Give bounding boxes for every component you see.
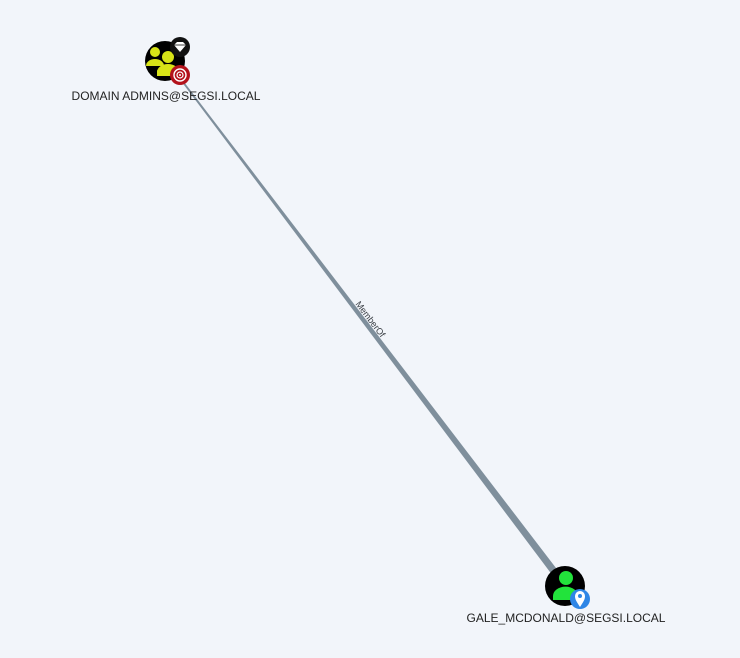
node-label: DOMAIN ADMINS@SEGSI.LOCAL <box>72 89 261 103</box>
gem-icon <box>170 37 190 57</box>
edge-label: MemberOf <box>353 299 387 339</box>
target-icon <box>170 65 190 85</box>
edge-line[interactable] <box>166 61 569 588</box>
edge-memberof[interactable]: MemberOf <box>166 61 569 588</box>
node-gale-mcdonald[interactable]: GALE_MCDONALD@SEGSI.LOCAL <box>467 566 666 625</box>
node-label: GALE_MCDONALD@SEGSI.LOCAL <box>467 611 666 625</box>
location-pin-icon <box>570 589 590 609</box>
node-domain-admins[interactable]: DOMAIN ADMINS@SEGSI.LOCAL <box>72 37 261 103</box>
